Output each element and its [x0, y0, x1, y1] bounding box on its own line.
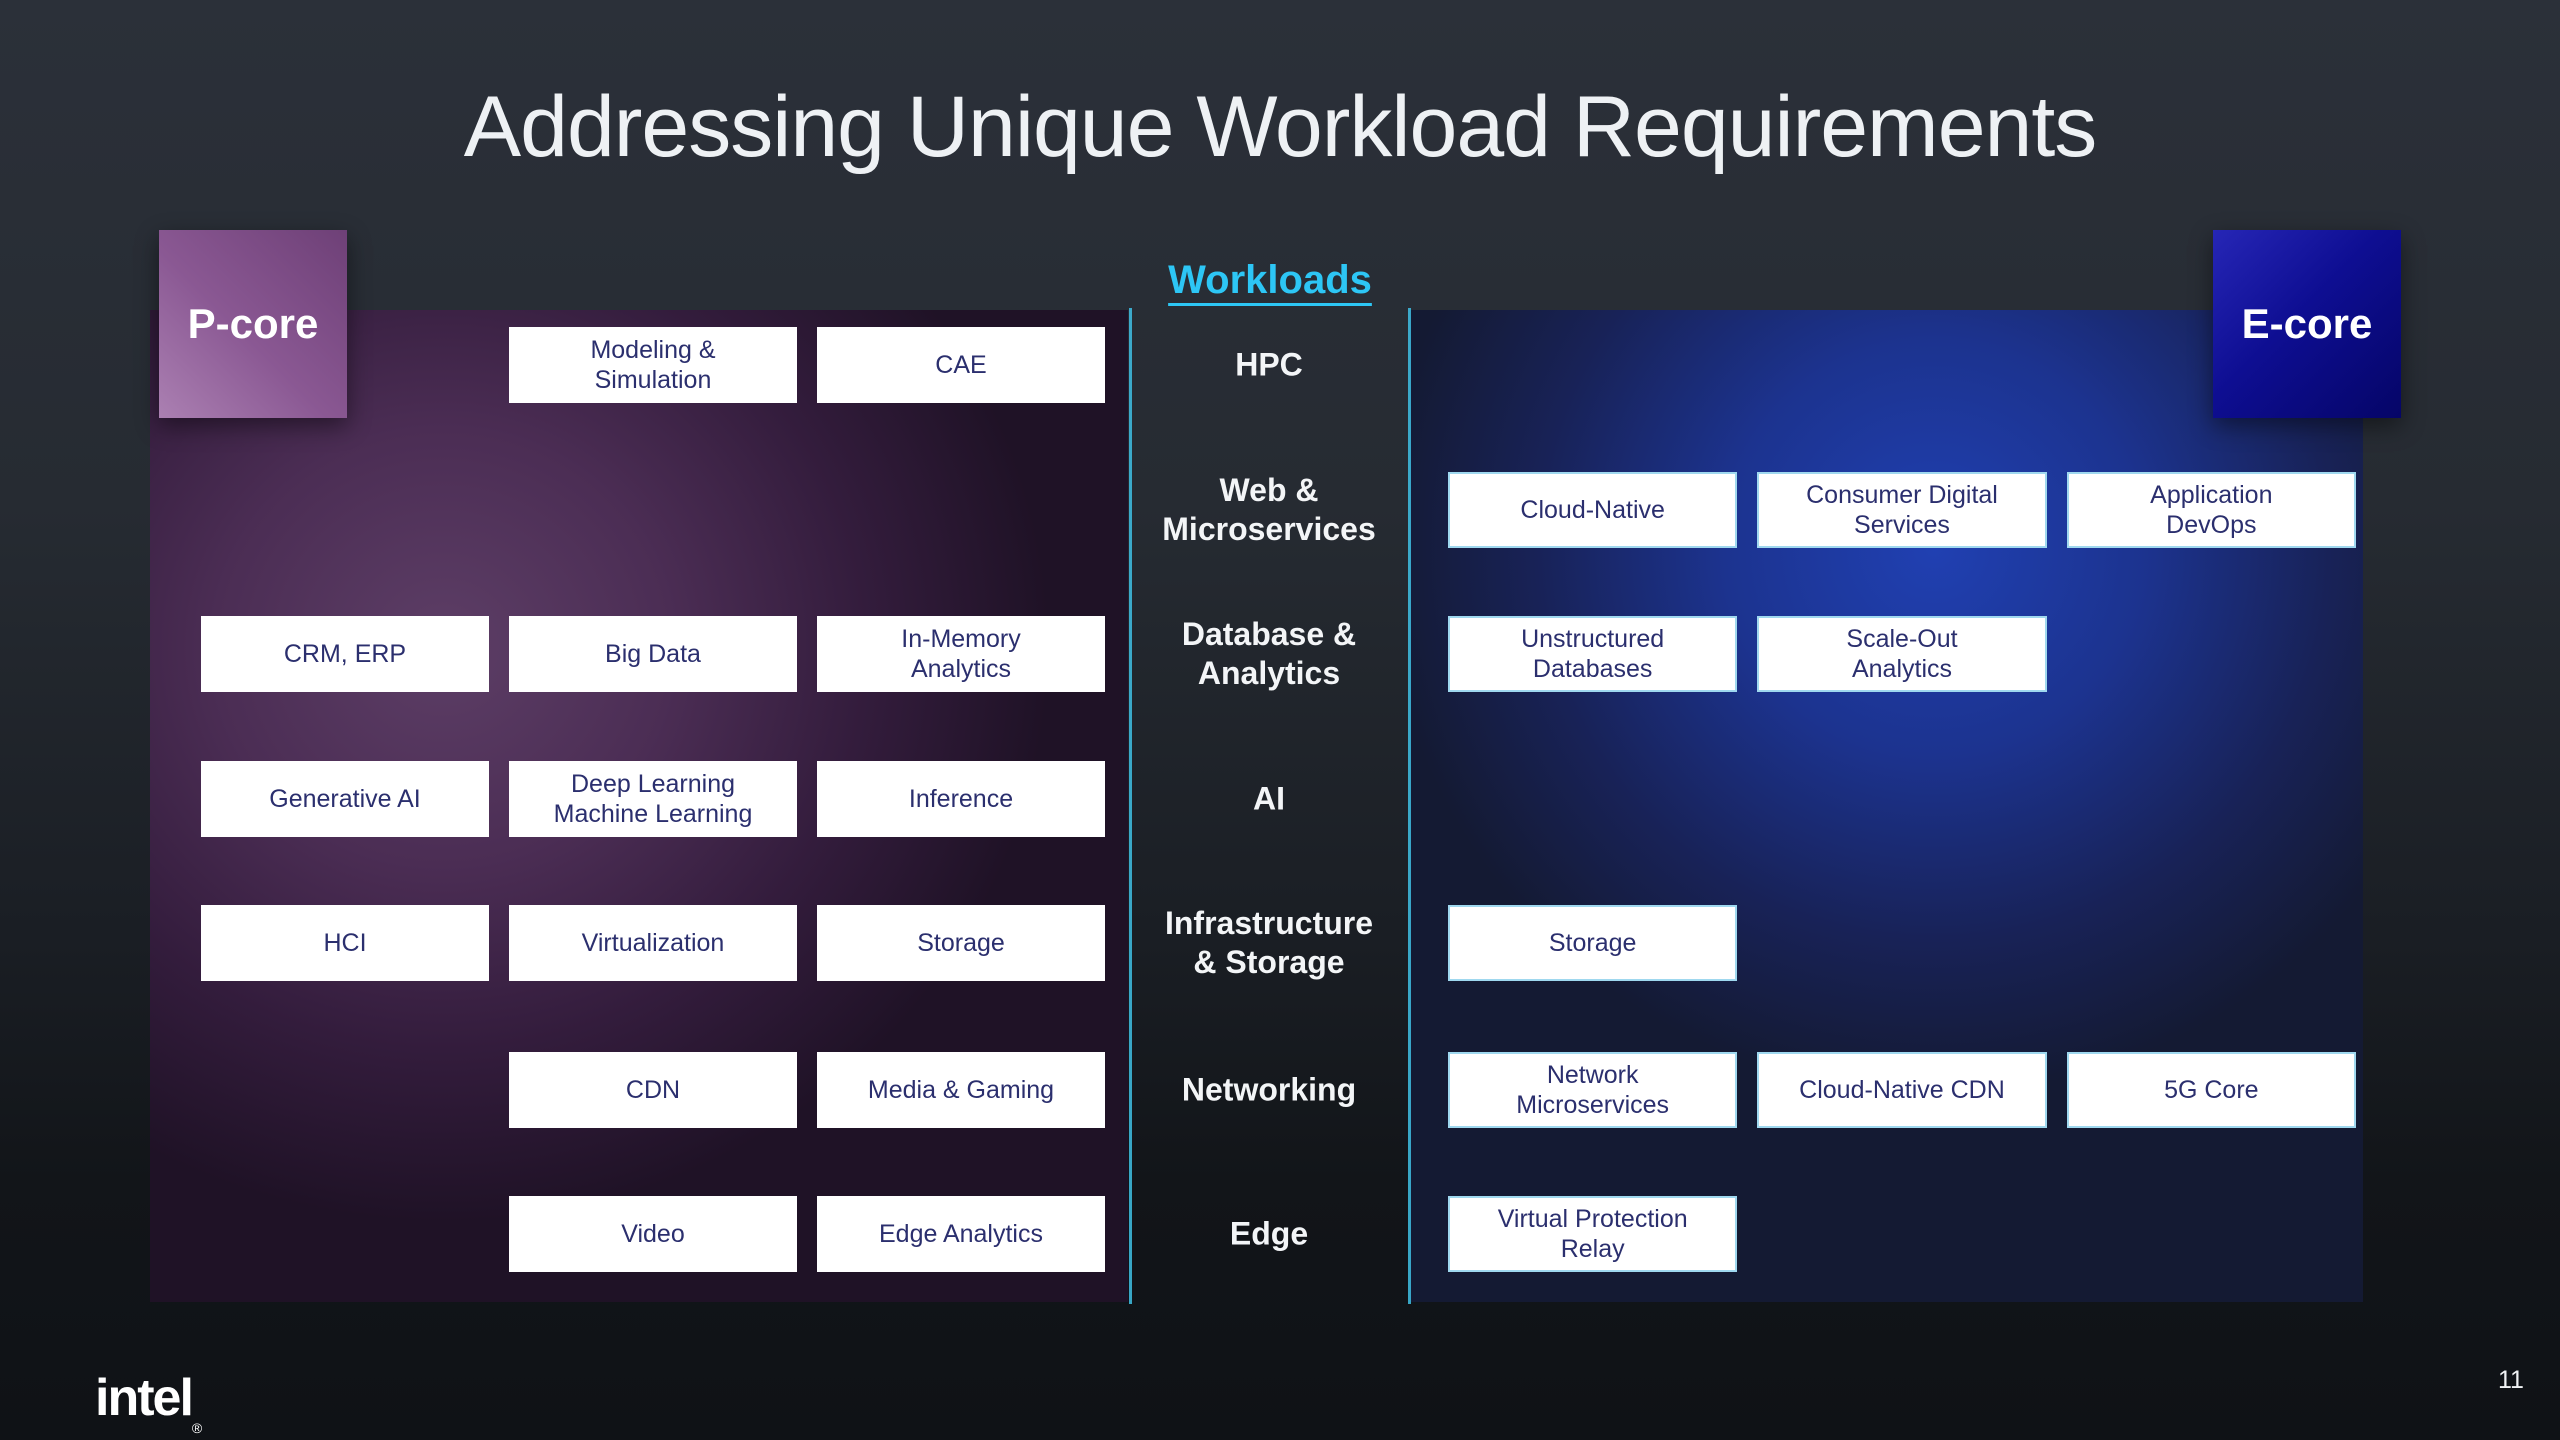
workload-row-edge: Video Edge Analytics Edge Virtual Protec…	[0, 1196, 2560, 1272]
workload-row-database: CRM, ERP Big Data In-Memory Analytics Da…	[0, 616, 2560, 692]
workload-box: 5G Core	[2066, 1052, 2356, 1128]
slide-title: Addressing Unique Workload Requirements	[463, 79, 2098, 175]
workload-box: CRM, ERP	[201, 616, 489, 692]
workloads-left-divider	[1129, 308, 1132, 1304]
workload-box: Edge Analytics	[817, 1196, 1105, 1272]
workload-box: CAE	[817, 327, 1105, 403]
workload-box: CDN	[509, 1052, 797, 1128]
intel-logo-text: intel	[95, 1369, 194, 1427]
workloads-right-divider	[1408, 308, 1411, 1304]
database-left-zone: CRM, ERP Big Data In-Memory Analytics	[201, 616, 1105, 692]
workload-row-infrastructure: HCI Virtualization Storage Infrastructur…	[0, 905, 2560, 981]
workloads-header: Workloads	[1168, 258, 1372, 302]
workload-box: Virtualization	[509, 905, 797, 981]
infrastructure-right-zone: Storage	[1448, 905, 2356, 981]
row-label-web: Web & Microservices	[1162, 471, 1376, 547]
hpc-left-zone: Modeling & Simulation CAE	[201, 327, 1105, 403]
workload-box: In-Memory Analytics	[817, 616, 1105, 692]
page-number: 11	[2498, 1366, 2524, 1394]
workload-box: HCI	[201, 905, 489, 981]
ai-left-zone: Generative AI Deep Learning Machine Lear…	[201, 761, 1105, 837]
networking-right-zone: Network Microservices Cloud-Native CDN 5…	[1448, 1052, 2356, 1128]
networking-left-zone: CDN Media & Gaming	[201, 1052, 1105, 1128]
row-label-networking: Networking	[1181, 1071, 1357, 1108]
workload-box: Generative AI	[201, 761, 489, 837]
workload-box: Big Data	[509, 616, 797, 692]
workload-box: Virtual Protection Relay	[1448, 1196, 1738, 1272]
row-label-hpc: HPC	[1235, 346, 1303, 383]
workload-box: Cloud-Native CDN	[1757, 1052, 2047, 1128]
row-label-edge: Edge	[1229, 1215, 1309, 1252]
workload-box: Storage	[1448, 905, 1738, 981]
intel-logo: intel®	[95, 1368, 202, 1436]
edge-right-zone: Virtual Protection Relay	[1448, 1196, 2356, 1272]
web-right-zone: Cloud-Native Consumer Digital Services A…	[1448, 472, 2356, 548]
workload-box: Scale-Out Analytics	[1757, 616, 2047, 692]
e-core-chip: E-core	[2213, 230, 2401, 418]
e-core-label: E-core	[2241, 300, 2373, 347]
workload-box: Consumer Digital Services	[1757, 472, 2047, 548]
workload-box: Media & Gaming	[817, 1052, 1105, 1128]
workload-box: Video	[509, 1196, 797, 1272]
edge-left-zone: Video Edge Analytics	[201, 1196, 1105, 1272]
workload-row-hpc: Modeling & Simulation CAE HPC	[0, 327, 2560, 403]
p-core-label: P-core	[187, 300, 319, 347]
workload-box: Modeling & Simulation	[509, 327, 797, 403]
p-core-chip: P-core	[159, 230, 347, 418]
database-right-zone: Unstructured Databases Scale-Out Analyti…	[1448, 616, 2356, 692]
workload-row-web: Web & Microservices Cloud-Native Consume…	[0, 472, 2560, 548]
workload-box: Cloud-Native	[1448, 472, 1738, 548]
infrastructure-left-zone: HCI Virtualization Storage	[201, 905, 1105, 981]
workload-row-networking: CDN Media & Gaming Networking Network Mi…	[0, 1052, 2560, 1128]
workload-box: Network Microservices	[1448, 1052, 1738, 1128]
row-label-database: Database & Analytics	[1181, 615, 1357, 691]
registered-mark: ®	[191, 1420, 203, 1436]
workload-box: Unstructured Databases	[1448, 616, 1738, 692]
workload-box: Inference	[817, 761, 1105, 837]
workload-row-ai: Generative AI Deep Learning Machine Lear…	[0, 761, 2560, 837]
row-label-infrastructure: Infrastructure & Storage	[1164, 904, 1374, 980]
row-label-ai: AI	[1253, 780, 1285, 817]
workload-box: Storage	[817, 905, 1105, 981]
workload-box: Application DevOps	[2066, 472, 2356, 548]
workload-box: Deep Learning Machine Learning	[509, 761, 797, 837]
